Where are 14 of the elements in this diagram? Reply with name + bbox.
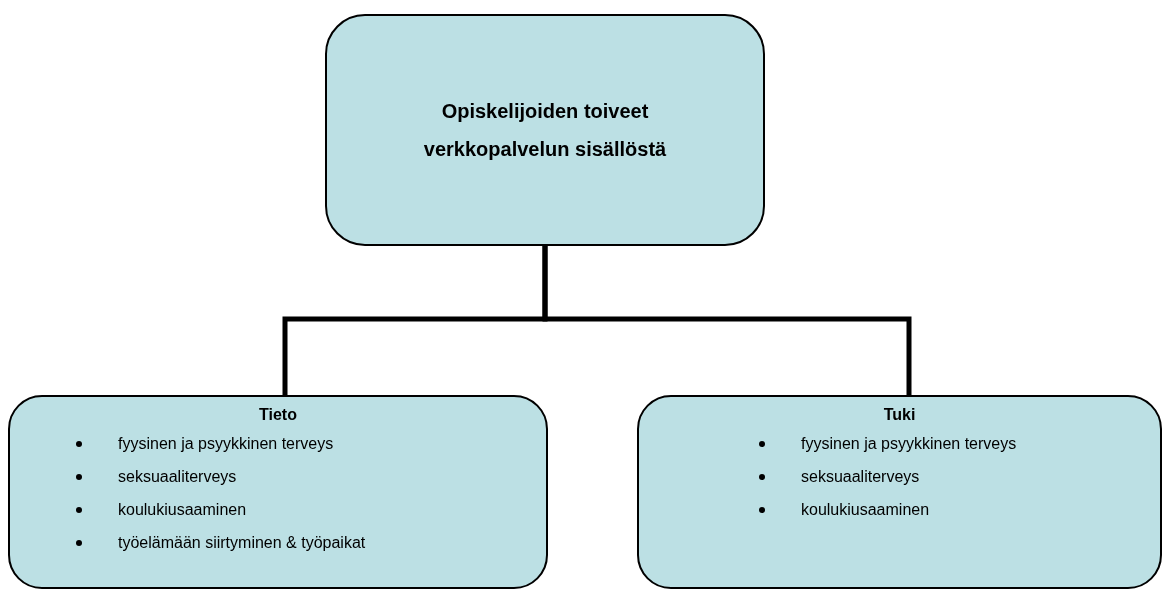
list-item: fyysinen ja psyykkinen terveys	[801, 433, 1017, 454]
category-heading: Tuki	[882, 405, 917, 425]
list-item: seksuaaliterveys	[118, 466, 237, 487]
list-item: seksuaaliterveys	[801, 466, 920, 487]
category-heading: Tieto	[258, 405, 298, 425]
list-item: työelämään siirtyminen & työpaikat	[118, 532, 366, 553]
category-box	[8, 395, 548, 589]
topic-box	[325, 14, 765, 246]
list-item: koulukiusaaminen	[801, 499, 930, 520]
list-item: koulukiusaaminen	[118, 499, 247, 520]
category-box	[637, 395, 1162, 589]
connector-line	[542, 246, 912, 395]
list-item: fyysinen ja psyykkinen terveys	[118, 433, 334, 454]
topic-title: Opiskelijoiden toiveet verkkopalvelun sisällöstä	[422, 99, 668, 162]
